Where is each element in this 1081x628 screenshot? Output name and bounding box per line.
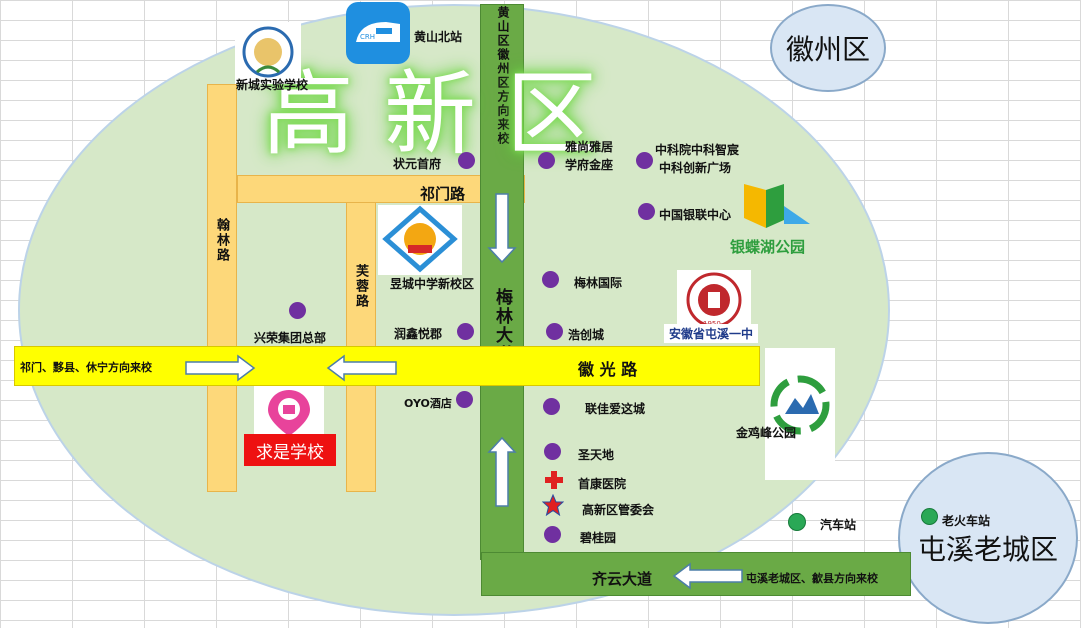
yindiehu-park-logo	[744, 184, 810, 228]
svg-text:CRH: CRH	[360, 33, 375, 41]
red-cross-icon	[545, 471, 563, 489]
southeast-direction-label: 屯溪老城区、歙县方向来校	[746, 572, 878, 585]
oyo-label: OYO酒店	[404, 397, 452, 410]
poi-dot	[638, 203, 655, 220]
furong-road	[346, 176, 376, 492]
jinjifeng-park-logo	[765, 348, 835, 480]
xuefu-label: 学府金座	[565, 158, 614, 172]
poi-dot	[289, 302, 306, 319]
haochuang-label: 浩创城	[568, 328, 605, 342]
qiushi-label: 求是学校	[256, 442, 324, 463]
poi-dot	[543, 398, 560, 415]
qimen-road-label: 祁门路	[420, 185, 466, 203]
poi-dot	[546, 323, 563, 340]
poi-dot	[544, 443, 561, 460]
station-dot	[921, 508, 938, 525]
yindiehu-label: 银蝶湖公园	[730, 238, 806, 256]
qimen-road	[237, 175, 525, 203]
bus-station-label: 汽车站	[820, 518, 857, 532]
zhongkeyuan-label: 中科院中科智宸	[655, 143, 740, 157]
zhongke-plaza-label: 中科创新广场	[659, 161, 732, 175]
poi-dot	[457, 323, 474, 340]
station-dot	[788, 513, 806, 531]
north-approach-label: 黄山区徽州区方向来校	[496, 6, 510, 146]
poi-dot	[538, 152, 555, 169]
lianjia-label: 联佳爱这城	[585, 402, 646, 416]
poi-dot	[636, 152, 653, 169]
xincheng-school-label: 新城实验学校	[236, 78, 309, 92]
unionpay-label: 中国银联中心	[659, 208, 732, 222]
qiushi-label-box: 求是学校	[244, 434, 336, 466]
runxin-label: 润鑫悦郡	[394, 327, 443, 341]
poi-dot	[456, 391, 473, 408]
shoukang-label: 首康医院	[578, 477, 627, 491]
west-direction-label: 祁门、黟县、休宁方向来校	[20, 361, 152, 374]
biguiyuan-label: 碧桂园	[580, 531, 617, 545]
yucheng-school-logo	[378, 205, 462, 275]
crh-train-icon: CRH	[346, 2, 410, 64]
arrow-west-icon	[326, 354, 397, 382]
qiyun-avenue-label: 齐云大道	[592, 570, 653, 588]
arrow-north-icon	[487, 436, 517, 507]
tunxi-no1-label: 安徽省屯溪一中	[664, 324, 759, 343]
huiguang-road-label: 徽 光 路	[578, 360, 638, 379]
district-tunxi-old-label: 屯溪老城区	[917, 533, 1058, 566]
guanweihui-label: 高新区管委会	[582, 503, 655, 517]
zhuangyuan-label: 状元首府	[393, 157, 442, 171]
hanlin-road	[207, 84, 237, 492]
district-huizhou: 徽州区	[770, 4, 886, 92]
jinjifeng-label: 金鸡峰公园	[736, 426, 797, 440]
meilin-avenue-label: 梅林大道	[492, 288, 512, 364]
arrow-south-icon	[487, 193, 517, 264]
district-huizhou-label: 徽州区	[785, 33, 870, 66]
furong-road-label: 芙蓉路	[353, 264, 368, 309]
arrow-east-icon	[185, 354, 256, 382]
yasun-label: 雅尚雅居	[565, 140, 614, 154]
poi-dot	[458, 152, 475, 169]
xincheng-school-logo	[235, 22, 301, 84]
huangshan-north-label: 黄山北站	[414, 30, 463, 44]
yucheng-label: 昱城中学新校区	[390, 277, 475, 291]
old-station-label: 老火车站	[942, 514, 991, 528]
qiushi-pin-icon	[254, 386, 324, 438]
district-tunxi-old: 屯溪老城区	[898, 452, 1078, 624]
xingrong-label: 兴荣集团总部	[254, 331, 327, 345]
map-title: 高新区	[262, 61, 629, 168]
shengtiandi-label: 圣天地	[578, 448, 615, 462]
arrow-west-bottom-icon	[672, 562, 743, 590]
red-star-icon	[542, 494, 564, 516]
poi-dot	[542, 271, 559, 288]
poi-dot	[544, 526, 561, 543]
hanlin-road-label: 翰林路	[214, 218, 229, 263]
meilin-intl-label: 梅林国际	[574, 276, 623, 290]
